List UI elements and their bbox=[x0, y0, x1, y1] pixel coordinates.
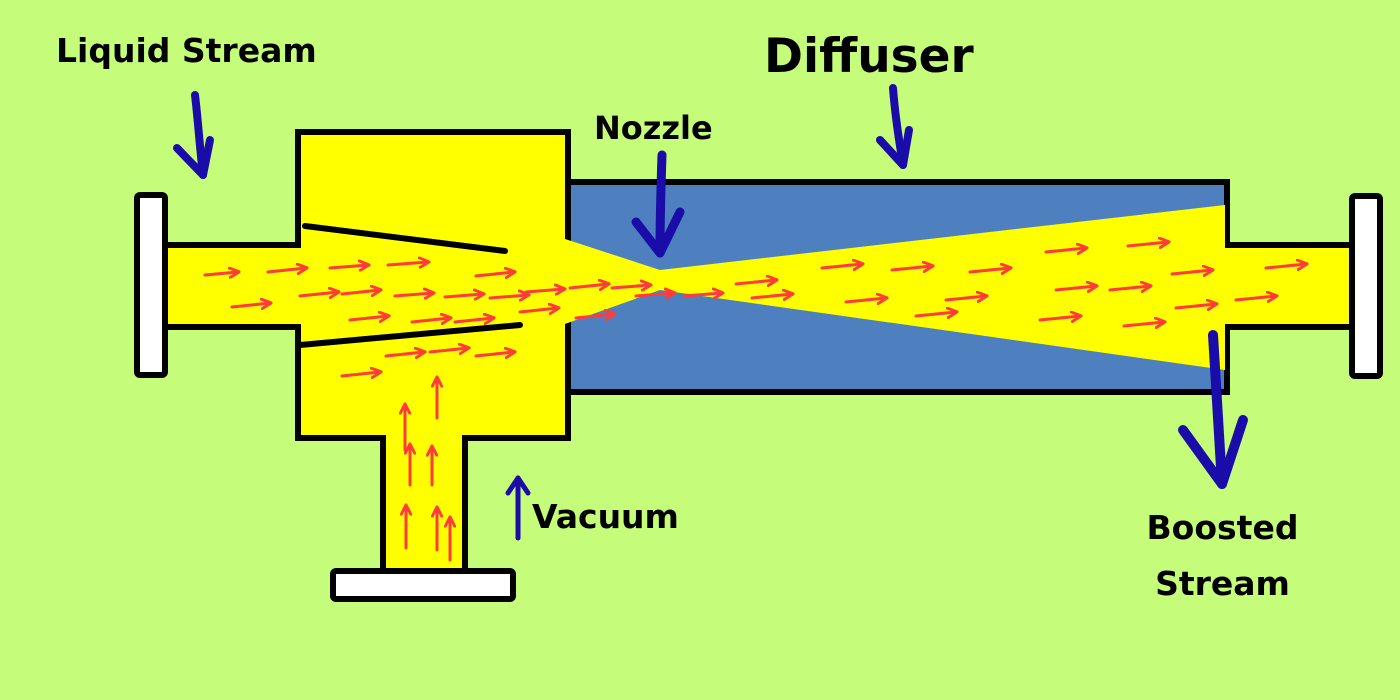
flow-arrow bbox=[1108, 286, 1150, 290]
flow-arrow bbox=[610, 285, 650, 288]
flow-arrow bbox=[518, 308, 558, 312]
flow-arrow bbox=[474, 272, 514, 276]
suction-seam bbox=[386, 430, 462, 444]
nozzle-pointer-arrow bbox=[631, 150, 685, 258]
outlet-pipe bbox=[1215, 242, 1361, 330]
flow-arrow bbox=[914, 312, 956, 316]
suction-flange bbox=[330, 568, 516, 602]
pointer-arrows bbox=[173, 84, 1248, 541]
diffuser-label: Diffuser bbox=[764, 29, 974, 84]
flow-arrow bbox=[393, 293, 433, 296]
flow-arrow bbox=[574, 314, 614, 318]
flow-arrow bbox=[1170, 270, 1212, 274]
diffuser-pointer-arrow bbox=[876, 84, 913, 169]
flow-arrow bbox=[1264, 264, 1306, 268]
flow-arrow bbox=[386, 262, 428, 265]
flow-arrow bbox=[844, 298, 886, 302]
flow-arrow bbox=[384, 352, 424, 356]
boosted-stream-pointer-arrow bbox=[1178, 330, 1248, 489]
flow-arrow bbox=[1122, 322, 1164, 326]
flow-arrow bbox=[968, 268, 1010, 272]
flow-arrow bbox=[328, 265, 368, 268]
suction-chamber bbox=[295, 129, 571, 441]
flow-arrow bbox=[682, 293, 722, 296]
flow-arrow bbox=[1044, 248, 1086, 252]
flow-arrow bbox=[1054, 286, 1096, 290]
flow-arrow bbox=[340, 290, 380, 294]
flow-arrow bbox=[410, 318, 450, 322]
flow-arrow bbox=[1174, 304, 1216, 308]
flow-arrow bbox=[203, 272, 238, 275]
flow-arrow bbox=[474, 352, 514, 356]
nozzle-wall-lower bbox=[297, 322, 523, 348]
inlet-pipe bbox=[159, 242, 315, 330]
liquid-stream-pointer-arrow bbox=[173, 91, 214, 179]
nozzle-label: Nozzle bbox=[594, 109, 713, 147]
flow-arrow bbox=[230, 303, 270, 307]
boosted-stream-label: Boosted Stream bbox=[1120, 500, 1325, 612]
flow-arrow bbox=[1126, 242, 1168, 246]
flow-arrow bbox=[568, 284, 608, 288]
flow-arrow bbox=[1038, 316, 1080, 320]
flow-arrows bbox=[203, 242, 1306, 562]
flow-arrow bbox=[340, 372, 380, 376]
flow-arrow bbox=[428, 348, 468, 352]
flow-arrow bbox=[453, 318, 493, 322]
flow-arrow bbox=[298, 292, 338, 296]
flow-arrow bbox=[890, 266, 932, 270]
flow-arrow bbox=[348, 316, 388, 320]
flow-arrow bbox=[634, 293, 674, 296]
flow-arrow bbox=[266, 268, 306, 272]
inlet-flange bbox=[134, 192, 168, 378]
liquid-stream-label: Liquid Stream bbox=[56, 31, 317, 70]
flow-arrow bbox=[1234, 296, 1276, 300]
flow-arrow bbox=[944, 296, 986, 300]
vacuum-label: Vacuum bbox=[532, 497, 679, 536]
boosted-stream-label-line2: Stream bbox=[1155, 564, 1290, 603]
flow-arrow bbox=[524, 289, 564, 292]
inlet-seam bbox=[294, 248, 308, 324]
jet-stream bbox=[562, 205, 1225, 370]
flow-arrow bbox=[820, 264, 862, 268]
outlet-flange bbox=[1349, 193, 1383, 379]
flow-arrow bbox=[443, 294, 483, 297]
vacuum-pointer-arrow bbox=[505, 475, 531, 541]
flow-arrow bbox=[488, 295, 528, 298]
flow-arrow bbox=[750, 294, 792, 298]
boosted-stream-label-line1: Boosted bbox=[1146, 508, 1299, 547]
flow-arrow bbox=[734, 280, 776, 284]
nozzle-wall-upper bbox=[302, 223, 508, 254]
